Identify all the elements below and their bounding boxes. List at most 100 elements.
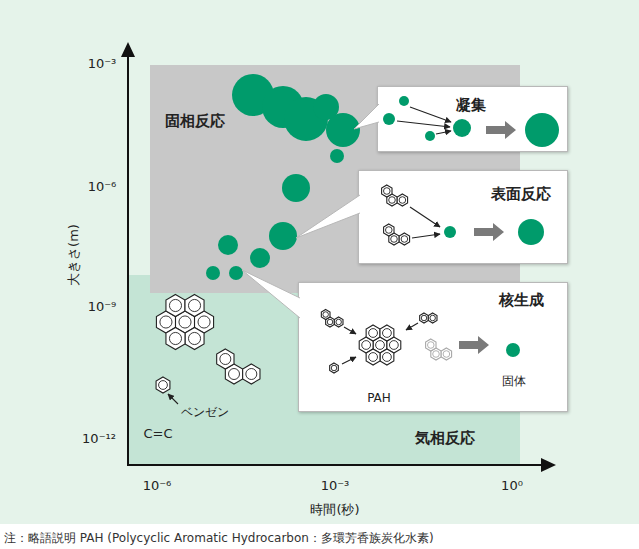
soot-particle [425,131,435,141]
aromatic-bond [383,329,392,338]
aromatic-ring [399,233,409,245]
soot-particle [229,266,243,280]
aromatic-bond [331,365,337,371]
callout-pointer [242,270,300,318]
aromatic-ring [380,325,394,341]
label-holder: C=C [143,423,172,442]
molecule-label: ベンゼン [181,405,229,419]
label-holder: 10⁻³ [321,475,350,494]
aromatic-bond [383,353,392,362]
soot-particle [330,149,344,163]
label-holder: ベンゼン [181,401,229,420]
tick-label: 10⁻⁶ [143,478,172,494]
aromatic-bond [428,342,435,349]
aromatic-ring [166,295,185,317]
callout-pointer [296,195,360,238]
reaction-arrow [412,234,440,238]
label-holder: 注：略語説明 PAH (Polycyclic Aromatic Hydrocar… [4,527,434,546]
aromatic-bond [443,351,450,358]
aromatic-bond [362,341,371,350]
process-arrow [486,121,516,139]
aromatic-bond [159,381,168,390]
aromatic-bond [169,299,181,311]
panel-ground [0,0,639,524]
aromatic-bond [220,354,231,365]
reaction-arrow [410,207,440,227]
tick-label: 10⁻⁹ [88,299,117,315]
aromatic-ring [156,377,170,393]
aromatic-ring [380,349,394,365]
bond-label: C=C [143,426,172,442]
node-heading: 凝集 [456,96,486,114]
aromatic-ring [384,224,394,236]
soot-particle [399,96,409,106]
aromatic-ring [420,313,429,323]
node-heading: 核生成 [499,291,544,309]
aromatic-bond [198,316,210,328]
aromatic-ring [366,349,380,365]
aromatic-bond [421,315,427,321]
aromatic-bond [179,316,191,328]
aromatic-ring [334,317,343,327]
label-holder: 10⁻⁶ [143,475,172,494]
aromatic-bond [169,332,181,344]
text-holder: 固相反応 [165,111,225,130]
aromatic-bond [433,351,440,358]
text-holder: 気相反応 [415,428,475,447]
aromatic-ring [397,194,407,206]
aromatic-bond [389,197,396,204]
reaction-arrow [342,357,356,364]
aromatic-bond [386,227,393,234]
callout-pointer-edge [296,195,360,238]
soot-particle [250,248,270,268]
text-holder: PAH [367,387,391,406]
aromatic-bond [246,369,257,380]
text-holder: 凝集 [456,95,486,114]
soot-particle [383,113,395,125]
soot-particle [518,219,544,245]
aromatic-bond [369,329,378,338]
axis-title: 大きさ(m) [66,224,82,286]
soot-particle [282,174,310,202]
tick-label: 10⁰ [501,478,523,494]
aromatic-bond [389,341,398,350]
process-arrow [474,223,504,241]
aromatic-bond [401,236,408,243]
aromatic-ring [382,185,392,197]
aromatic-bond [323,312,329,318]
aromatic-bond [336,319,342,325]
tick-label: 10⁻³ [321,478,350,494]
aromatic-ring [185,328,204,350]
reaction-arrow [406,323,418,330]
node-caption: 固体 [502,374,526,388]
soot-particle [218,235,238,255]
label-holder: 10⁻¹² [82,428,116,447]
node-heading: 固相反応 [165,112,225,130]
y-axis [127,54,129,466]
aromatic-bond [160,316,172,328]
aromatic-bond [399,197,406,204]
label-holder: 10⁻⁶ [88,176,117,195]
soot-particle [506,343,520,357]
text-holder: 固体 [502,370,526,389]
aromatic-ring [321,310,330,320]
aromatic-bond [384,188,391,195]
footnote: 注：略語説明 PAH (Polycyclic Aromatic Hydrocar… [4,531,434,545]
axis-title: 時間(秒) [310,502,359,518]
aromatic-bond [188,299,200,311]
aromatic-ring [217,349,234,369]
soot-particle [453,119,471,137]
aromatic-ring [185,295,204,317]
node-caption: PAH [367,391,391,405]
aromatic-bond [369,353,378,362]
x-axis [127,464,544,466]
aromatic-ring [428,313,437,323]
reaction-arrow [436,131,451,134]
tick-label: 10⁻⁶ [88,179,117,195]
aromatic-ring [243,364,260,384]
surface-reaction-callout: 表面反応 [358,170,568,264]
label-holder: 時間(秒) [310,499,359,518]
